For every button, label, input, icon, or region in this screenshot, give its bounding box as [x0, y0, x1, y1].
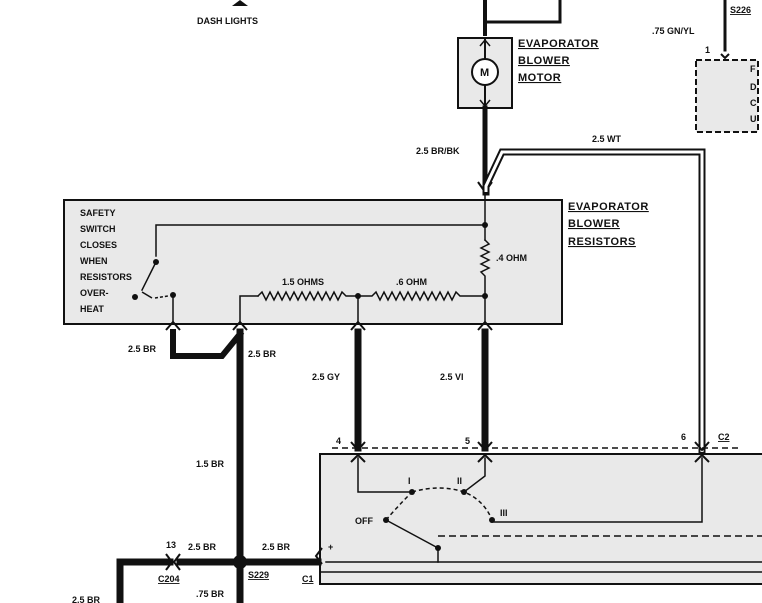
gy-label: 2.5 GY	[312, 372, 340, 382]
pos-i-label: I	[408, 476, 411, 486]
off-label: OFF	[355, 516, 373, 526]
br-bottom-label: 2.5 BR	[72, 595, 101, 603]
vi-label: 2.5 VI	[440, 372, 464, 382]
plus-mark: +	[328, 542, 333, 552]
wt-wire-inner	[484, 150, 704, 452]
safety-switch-top-wire	[155, 224, 486, 257]
motor-title-line-3: MOTOR	[518, 72, 561, 84]
switch-wire-4	[357, 457, 413, 493]
right-box-letter-3: C	[750, 98, 757, 108]
motor-symbol-icon	[471, 58, 499, 86]
switch-wire-6	[491, 457, 703, 523]
r1-label: 1.5 OHMS	[282, 277, 324, 287]
motor-title-line-2: BLOWER	[518, 55, 570, 67]
right-box-letter-4: U	[750, 114, 757, 124]
resistor-15-ohms	[256, 290, 359, 302]
s226-label: S226	[730, 5, 751, 15]
resistor-title-line-1: EVAPORATOR	[568, 201, 649, 213]
safety-line-2: SWITCH	[80, 224, 116, 234]
br-mid-label: 2.5 BR	[248, 349, 277, 359]
resistor-04-ohm	[479, 238, 491, 323]
safety-switch-blade	[140, 260, 158, 292]
resistor-box	[63, 199, 563, 325]
pin1-label: 1	[705, 45, 710, 55]
safety-line-3: CLOSES	[80, 240, 117, 250]
c1-label: C1	[302, 574, 314, 584]
r3-label: .4 OHM	[496, 253, 527, 263]
motor-symbol-letter: M	[480, 67, 489, 79]
br-left-label: 2.5 BR	[128, 344, 157, 354]
safety-line-7: HEAT	[80, 304, 104, 314]
pos-ii-label: II	[457, 476, 462, 486]
right-component-box	[695, 59, 759, 133]
switch-blade	[384, 518, 440, 550]
splice-s229-dot	[233, 555, 247, 569]
br-075-label: .75 BR	[196, 589, 225, 599]
safety-line-4: WHEN	[80, 256, 108, 266]
pin5-label: 5	[465, 436, 470, 446]
s229-label: S229	[248, 570, 269, 580]
resistor-chain-left	[239, 295, 259, 323]
br-bk-label: 2.5 BR/BK	[416, 146, 460, 156]
wt-label: 2.5 WT	[592, 134, 622, 144]
c204-label: C204	[158, 574, 180, 584]
dash-lights-label: DASH LIGHTS	[197, 16, 258, 26]
resistor-06-ohm	[357, 290, 486, 302]
pin13-label: 13	[166, 540, 176, 550]
br-c204-label: 2.5 BR	[188, 542, 217, 552]
br-bottom-wire	[116, 558, 174, 603]
resistor-title-line-2: BLOWER	[568, 218, 620, 230]
dash-lights-arrow	[232, 0, 248, 6]
switch-wire-5	[462, 457, 486, 494]
switch-positions-arc	[411, 487, 493, 521]
motor-feed-branch	[485, 0, 562, 24]
right-box-letter-2: D	[750, 82, 757, 92]
br-left-wire	[170, 329, 245, 359]
br-c1-label: 2.5 BR	[262, 542, 291, 552]
resistor-title-line-3: RESISTORS	[568, 236, 636, 248]
br-15-label: 1.5 BR	[196, 459, 225, 469]
gn-yl-label: .75 GN/YL	[652, 26, 695, 36]
right-box-letter-1: F	[750, 64, 756, 74]
motor-title-line-1: EVAPORATOR	[518, 38, 599, 50]
pos-iii-label: III	[500, 508, 508, 518]
safety-line-5: RESISTORS	[80, 272, 132, 282]
pin4-label: 4	[336, 436, 341, 446]
safety-line-1: SAFETY	[80, 208, 116, 218]
c2-label: C2	[718, 432, 730, 442]
pin6-label: 6	[681, 432, 686, 442]
r2-label: .6 OHM	[396, 277, 427, 287]
safety-line-6: OVER-	[80, 288, 109, 298]
